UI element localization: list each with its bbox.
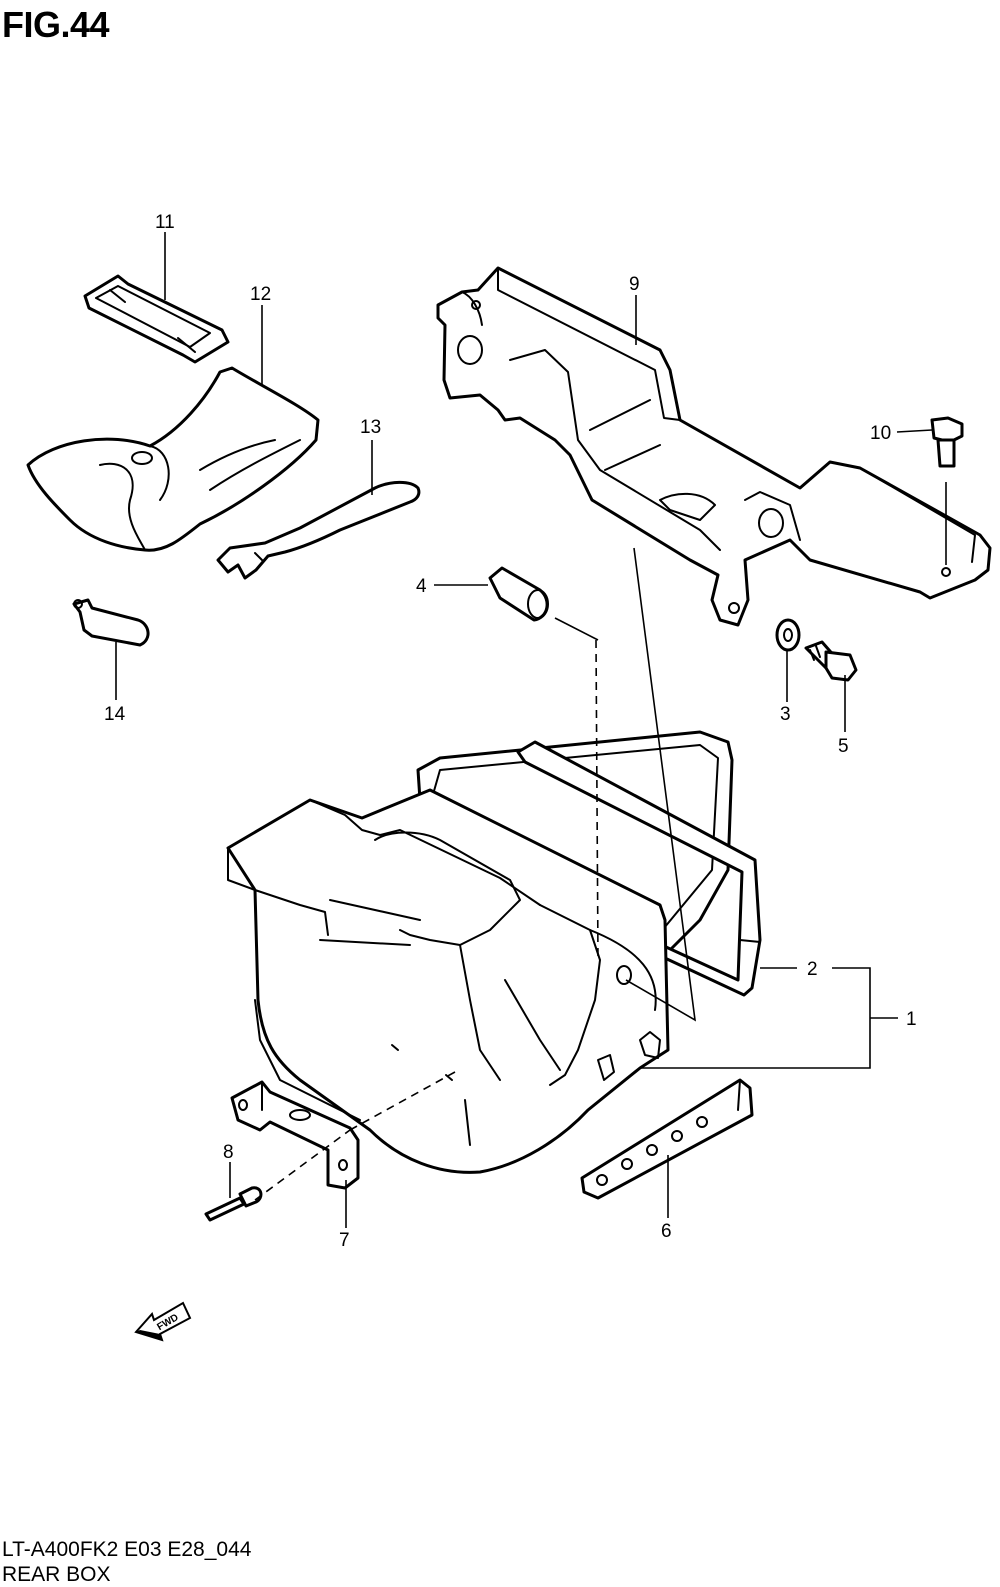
callout-8: 8 — [223, 1142, 234, 1163]
callout-9: 9 — [629, 274, 640, 295]
screw-part-5[interactable] — [804, 640, 858, 682]
callout-12: 12 — [250, 284, 271, 305]
callout-2: 2 — [807, 959, 818, 980]
grommet-part-14[interactable] — [72, 598, 150, 647]
callout-13: 13 — [360, 417, 381, 438]
callout-7: 7 — [339, 1230, 350, 1251]
figure-code: LT-A400FK2 E03 E28_044 — [2, 1538, 252, 1561]
strap-part-11[interactable] — [83, 274, 230, 364]
callout-1: 1 — [906, 1009, 917, 1030]
callout-14: 14 — [104, 704, 126, 725]
alignment-line-9 — [625, 547, 697, 1022]
rear-box-part-1[interactable] — [226, 788, 670, 1174]
callout-6: 6 — [661, 1221, 672, 1242]
rivet-part-8[interactable] — [204, 1186, 263, 1222]
washer-part-3[interactable] — [775, 618, 801, 652]
figure-name: REAR BOX — [2, 1563, 111, 1586]
wrench-part-13[interactable] — [216, 480, 421, 580]
callout-3: 3 — [780, 704, 791, 725]
figure-title: FIG.44 — [2, 4, 110, 45]
alignment-dash-8 — [254, 1129, 351, 1201]
callout-11: 11 — [155, 212, 175, 233]
bracket-part-9[interactable] — [436, 266, 992, 627]
bracket-part-7[interactable] — [230, 1080, 360, 1190]
plate-part-6[interactable] — [580, 1078, 754, 1200]
fwd-arrow-icon: FWD — [134, 1301, 192, 1342]
callout-4: 4 — [416, 576, 427, 597]
collar-part-4[interactable] — [488, 566, 549, 622]
bolt-part-10[interactable] — [930, 416, 964, 468]
cushion-part-12[interactable] — [26, 366, 320, 552]
callout-10: 10 — [870, 423, 891, 444]
alignment-dash-4 — [595, 639, 599, 961]
callout-5: 5 — [838, 736, 849, 757]
